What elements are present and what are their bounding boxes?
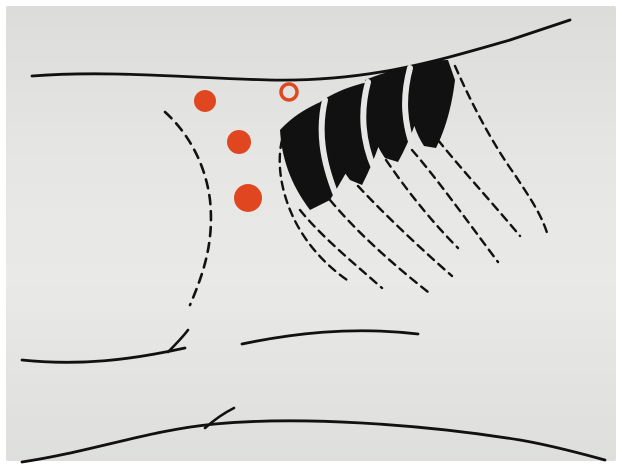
dashed-fan-line-4 — [358, 186, 452, 276]
red-dot-3 — [234, 184, 262, 212]
dashed-fan-line-5 — [386, 160, 458, 248]
lower-left-contour — [22, 348, 185, 362]
upper-body-contour — [32, 20, 570, 80]
dashed-fan-line-8 — [455, 66, 548, 236]
bottom-fork-branch — [205, 408, 234, 428]
middle-contour — [242, 331, 418, 344]
dashed-fan-line-7 — [438, 140, 520, 236]
dashed-fan-line-6 — [412, 150, 498, 262]
red-dot-1 — [194, 90, 216, 112]
red-dot-2 — [227, 130, 251, 154]
black-band-4 — [405, 60, 455, 148]
bottom-contour — [22, 421, 605, 462]
red-ring — [281, 84, 297, 100]
dashed-boundary-curve — [165, 112, 211, 305]
